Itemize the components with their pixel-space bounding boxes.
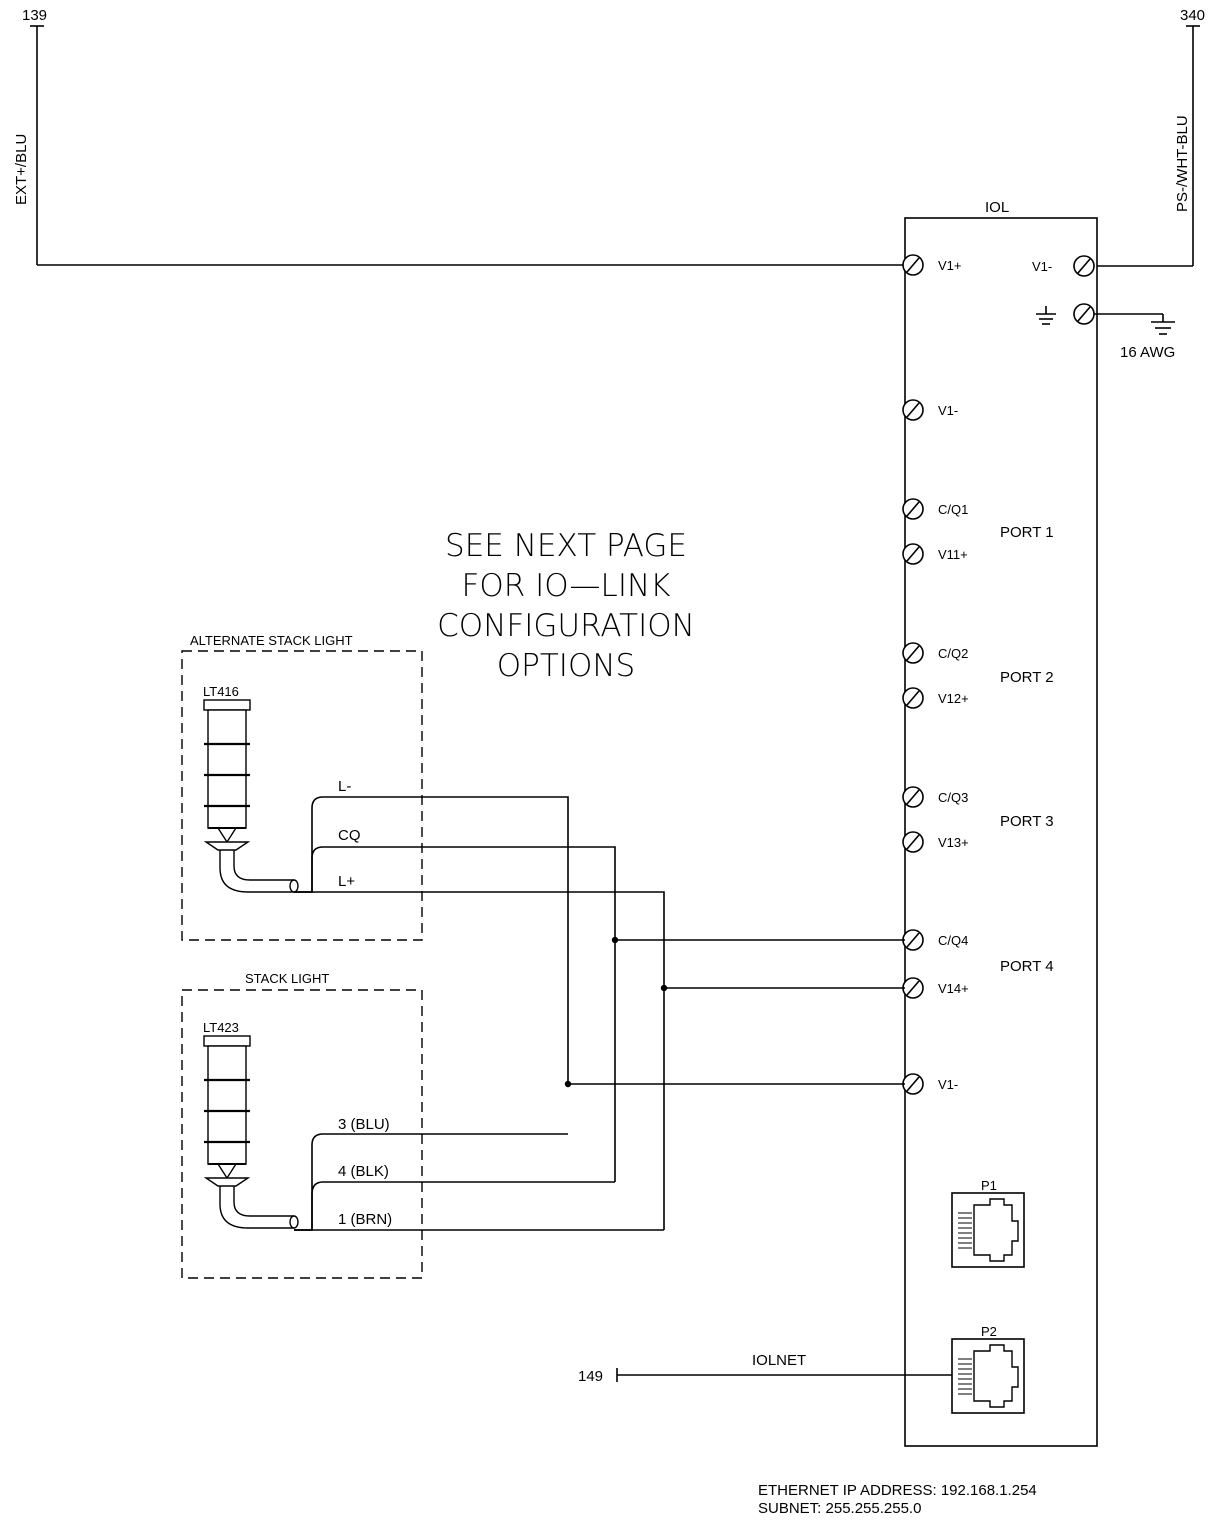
junction-dot-cq [611,936,619,944]
alt-stack-tag: LT416 [203,684,239,699]
ground-wire-gauge: 16 AWG [1120,344,1175,361]
label-cq2: C/Q2 [938,646,968,661]
jack-p1-label: P1 [981,1178,997,1193]
terminal-cq1 [902,498,924,520]
label-v1p2: V12+ [938,691,969,706]
terminal-v1-minus [1073,255,1095,277]
terminal-v1-minus-2 [902,1073,924,1095]
wire-label-ps-minus: PS-/WHT-BLU [1174,115,1191,212]
terminal-v1p1 [902,543,924,565]
label-v1p4: V14+ [938,981,969,996]
label-cq1: C/Q1 [938,502,968,517]
label-cq3: C/Q3 [938,790,968,805]
module-title: IOL [985,199,1009,216]
port-1-label: PORT 1 [1000,524,1054,541]
off-page-ref-right: 340 [1180,7,1205,24]
wire-label-ext-plus: EXT+/BLU [13,134,30,205]
alt-wire-l-minus: L- [338,778,351,795]
label-v1p1: V11+ [938,547,968,562]
stack-wire-blu: 3 (BLU) [338,1116,390,1133]
label-v1p3: V13+ [938,835,969,850]
port-2-label: PORT 2 [1000,669,1054,686]
terminal-v1p2 [902,687,924,709]
junction-dot-lplus [660,984,668,992]
terminal-v1p4 [902,977,924,999]
jack-p2-label: P2 [981,1324,997,1339]
port-3-label: PORT 3 [1000,813,1054,830]
terminal-v1p3 [902,831,924,853]
port-4-label: PORT 4 [1000,958,1054,975]
label-v1-minus-top: V1- [1032,259,1052,274]
ethernet-jack-p1 [951,1192,1025,1268]
label-cq4: C/Q4 [938,933,968,948]
note-line-4: OPTIONS [497,648,635,684]
off-page-ref-left: 139 [22,7,47,24]
off-page-ref-149: 149 [578,1368,603,1385]
stack-light-icon [202,1034,300,1230]
terminal-v1-minus-1 [902,399,924,421]
alt-wire-l-plus: L+ [338,873,355,890]
ground-icon [1036,306,1056,325]
alt-stack-title: ALTERNATE STACK LIGHT [190,633,353,648]
stack-wire-blk: 4 (BLK) [338,1163,389,1180]
alt-wire-cq: CQ [338,827,361,844]
stack-wire-brn: 1 (BRN) [338,1211,392,1228]
note-line-2: FOR IO—LINK [462,568,671,604]
ethernet-ip-address: ETHERNET IP ADDRESS: 192.168.1.254 [758,1482,1037,1499]
network-label: IOLNET [752,1352,806,1369]
ethernet-jack-p2 [951,1338,1025,1414]
note-line-1: SEE NEXT PAGE [445,528,687,564]
note-line-3: CONFIGURATION [437,608,695,644]
terminal-cq4 [902,929,924,951]
terminal-cq2 [902,642,924,664]
label-v1-minus-2: V1- [938,1077,958,1092]
junction-dot-lminus [564,1080,572,1088]
alt-stack-light-icon [202,698,300,894]
stack-tag: LT423 [203,1020,239,1035]
terminal-v1-plus [902,254,924,276]
subnet-mask: SUBNET: 255.255.255.0 [758,1500,921,1517]
label-v1-minus-1: V1- [938,403,958,418]
alt-stack-boundary [181,650,423,941]
stack-title: STACK LIGHT [245,971,329,986]
label-v1-plus-top: V1+ [938,258,962,273]
terminal-ground [1073,303,1095,325]
terminal-cq3 [902,786,924,808]
